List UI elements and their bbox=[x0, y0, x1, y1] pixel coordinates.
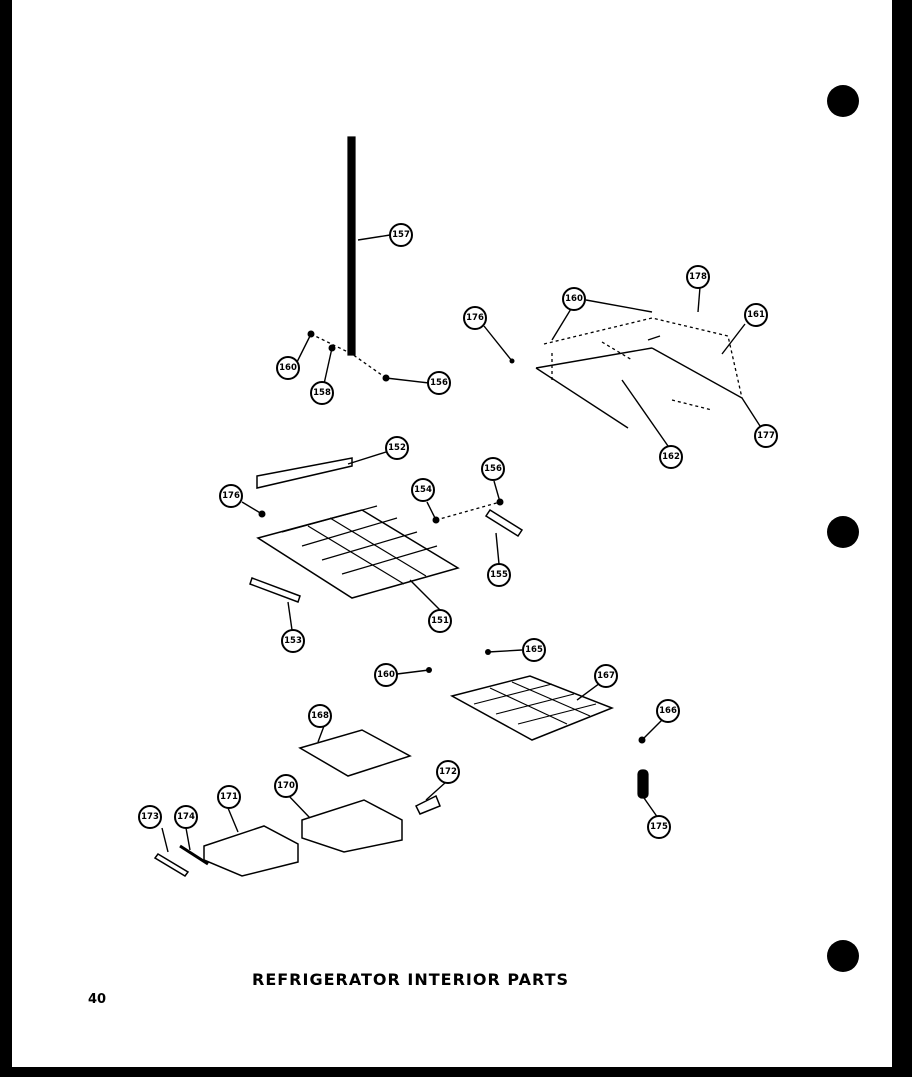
svg-text:175: 175 bbox=[650, 822, 668, 832]
binder-hole bbox=[827, 940, 859, 972]
callout-174: 174 bbox=[174, 805, 198, 829]
parts-diagram-sheet: 157 160 158 156 176 160 178 161 162 177 … bbox=[12, 0, 892, 1067]
callout-171: 171 bbox=[217, 785, 241, 809]
callout-177: 177 bbox=[754, 424, 778, 448]
svg-text:172: 172 bbox=[439, 767, 457, 777]
callout-156: 156 bbox=[481, 457, 505, 481]
svg-text:160: 160 bbox=[565, 294, 583, 304]
exploded-parts-diagram: 157 160 158 156 176 160 178 161 162 177 … bbox=[138, 136, 778, 877]
svg-text:176: 176 bbox=[222, 491, 240, 501]
svg-text:162: 162 bbox=[662, 452, 680, 462]
svg-text:176: 176 bbox=[466, 313, 484, 323]
callout-173: 173 bbox=[138, 805, 162, 829]
callout-165: 165 bbox=[522, 638, 546, 662]
svg-text:154: 154 bbox=[414, 485, 432, 495]
callout-151: 151 bbox=[428, 609, 452, 633]
callout-153: 153 bbox=[281, 629, 305, 653]
callout-170: 170 bbox=[274, 774, 298, 798]
svg-text:166: 166 bbox=[659, 706, 677, 716]
shelf-rail-part bbox=[307, 136, 390, 382]
callout-160: 160 bbox=[276, 356, 300, 380]
callout-176: 176 bbox=[219, 484, 243, 508]
svg-text:170: 170 bbox=[277, 781, 295, 791]
svg-text:155: 155 bbox=[490, 570, 508, 580]
callout-162: 162 bbox=[659, 445, 683, 469]
callout-167: 167 bbox=[594, 664, 618, 688]
callout-160: 160 bbox=[374, 663, 398, 687]
callout-158: 158 bbox=[310, 381, 334, 405]
svg-text:156: 156 bbox=[484, 464, 502, 474]
svg-text:153: 153 bbox=[284, 636, 302, 646]
binder-hole bbox=[827, 85, 859, 117]
wire-shelf-assembly-part bbox=[249, 457, 524, 603]
svg-text:167: 167 bbox=[597, 671, 615, 681]
svg-text:156: 156 bbox=[430, 378, 448, 388]
callout-156: 156 bbox=[427, 371, 451, 395]
svg-text:161: 161 bbox=[747, 310, 765, 320]
callout-152: 152 bbox=[385, 436, 409, 460]
svg-text:158: 158 bbox=[313, 388, 331, 398]
svg-text:178: 178 bbox=[689, 272, 707, 282]
callout-172: 172 bbox=[436, 760, 460, 784]
diagram-title: REFRIGERATOR INTERIOR PARTS bbox=[252, 970, 570, 989]
callout-166: 166 bbox=[656, 699, 680, 723]
callout-154: 154 bbox=[411, 478, 435, 502]
svg-text:160: 160 bbox=[279, 363, 297, 373]
svg-text:151: 151 bbox=[431, 616, 449, 626]
callout-175: 175 bbox=[647, 815, 671, 839]
svg-text:168: 168 bbox=[311, 711, 329, 721]
svg-text:152: 152 bbox=[388, 443, 406, 453]
callout-155: 155 bbox=[487, 563, 511, 587]
svg-text:160: 160 bbox=[377, 670, 395, 680]
svg-text:177: 177 bbox=[757, 431, 775, 441]
callout-176: 176 bbox=[463, 306, 487, 330]
callout-leaders bbox=[161, 234, 761, 853]
svg-text:174: 174 bbox=[177, 812, 195, 822]
svg-text:157: 157 bbox=[392, 230, 410, 240]
svg-text:171: 171 bbox=[220, 792, 238, 802]
callout-160: 160 bbox=[562, 287, 586, 311]
crisper-assembly-part bbox=[153, 649, 649, 877]
callout-168: 168 bbox=[308, 704, 332, 728]
svg-text:173: 173 bbox=[141, 812, 159, 822]
callout-178: 178 bbox=[686, 265, 710, 289]
freezer-shelf-frame-part bbox=[509, 317, 743, 429]
svg-text:165: 165 bbox=[525, 645, 543, 655]
binder-hole bbox=[827, 516, 859, 548]
page-number: 40 bbox=[88, 992, 107, 1007]
callout-161: 161 bbox=[744, 303, 768, 327]
callout-157: 157 bbox=[389, 223, 413, 247]
